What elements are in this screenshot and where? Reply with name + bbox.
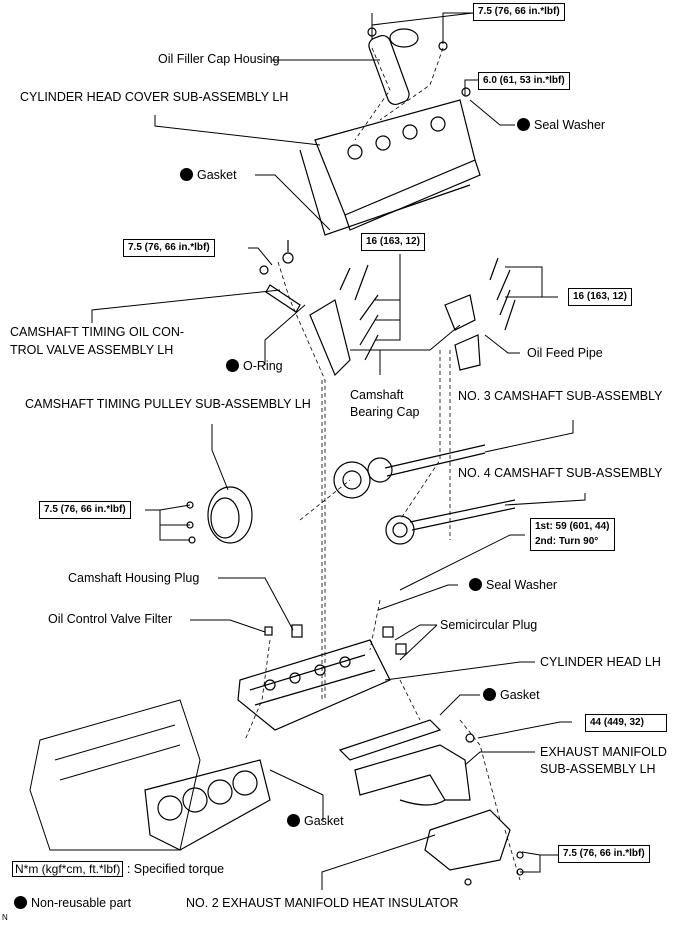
leader-seal-mid bbox=[377, 584, 458, 611]
leader-gasket-cover bbox=[255, 174, 331, 231]
leader-filler-torque bbox=[371, 12, 474, 44]
torque-cover-bolt: 6.0 (61, 53 in.*lbf) bbox=[478, 72, 570, 90]
leader-ocv-filter bbox=[190, 619, 266, 633]
no3-camshaft-part bbox=[333, 444, 486, 499]
label-oil-control-valve-filter: Oil Control Valve Filter bbox=[48, 612, 173, 626]
cylinder-head-part bbox=[237, 624, 407, 731]
label-seal-washer-top: Seal Washer bbox=[517, 118, 605, 132]
leader-head-bolt bbox=[399, 534, 525, 591]
torque-head-bolts: 1st: 59 (601, 44) 2nd: Turn 90° bbox=[530, 518, 615, 551]
leader-cylinder-head bbox=[384, 661, 535, 681]
timing-pulley-part bbox=[186, 486, 253, 544]
bearing-cap-rear-part bbox=[444, 257, 516, 371]
leader-housing-plug bbox=[218, 577, 294, 631]
label-ocv-assembly: CAMSHAFT TIMING OIL CON- TROL VALVE ASSE… bbox=[10, 325, 185, 357]
leader-bearing-rear bbox=[505, 266, 558, 298]
label-o-ring: O-Ring bbox=[226, 359, 283, 373]
label-oil-feed-pipe: Oil Feed Pipe bbox=[527, 346, 603, 360]
leader-oring bbox=[264, 304, 306, 365]
cylinder-head-cover-part bbox=[299, 87, 481, 236]
leader-bearing-front bbox=[375, 254, 401, 341]
nonreusable-dot-icon bbox=[483, 688, 496, 701]
leader-no3 bbox=[484, 420, 574, 453]
no4-camshaft-part bbox=[385, 499, 516, 545]
legend-torque-unit: N*m (kgf*cm, ft.*lbf) bbox=[12, 861, 124, 877]
leader-pulley bbox=[211, 424, 229, 491]
label-heat-insulator: NO. 2 EXHAUST MANIFOLD HEAT INSULATOR bbox=[186, 896, 459, 910]
nonreusable-dot-icon bbox=[14, 896, 27, 909]
heat-insulator-part bbox=[424, 809, 524, 886]
label-timing-pulley: CAMSHAFT TIMING PULLEY SUB-ASSEMBLY LH bbox=[25, 397, 311, 411]
leader-semicircular bbox=[394, 624, 437, 641]
engine-block-part bbox=[29, 699, 201, 851]
label-exhaust-manifold: EXHAUST MANIFOLD SUB-ASSEMBLY LH bbox=[540, 745, 667, 776]
label-oil-filler-cap-housing: Oil Filler Cap Housing bbox=[158, 52, 280, 66]
leader-insulator bbox=[321, 834, 436, 890]
head-gasket-part bbox=[144, 759, 271, 851]
torque-filler-cap-nuts: 7.5 (76, 66 in.*lbf) bbox=[473, 3, 565, 21]
label-semicircular-plug: Semicircular Plug bbox=[440, 618, 538, 632]
label-gasket-head: Gasket bbox=[287, 814, 344, 828]
nonreusable-dot-icon bbox=[226, 359, 239, 372]
label-no4-camshaft: NO. 4 CAMSHAFT SUB-ASSEMBLY bbox=[458, 466, 663, 480]
exhaust-manifold-part bbox=[354, 733, 475, 806]
torque-pulley-bolts: 7.5 (76, 66 in.*lbf) bbox=[39, 501, 131, 519]
leader-ocv bbox=[91, 289, 281, 323]
nonreusable-dot-icon bbox=[287, 814, 300, 827]
leader-gasket-exh bbox=[439, 694, 480, 716]
bearing-cap-front-part bbox=[309, 264, 379, 377]
torque-ocv-bolt: 7.5 (76, 66 in.*lbf) bbox=[123, 239, 215, 257]
label-cylinder-head: CYLINDER HEAD LH bbox=[540, 655, 661, 669]
leader-oil-feed bbox=[484, 334, 520, 354]
leader-exh-torque bbox=[477, 721, 572, 739]
ocv-part bbox=[259, 240, 301, 313]
leader-gasket-head bbox=[269, 769, 324, 820]
leader-bearing-cap bbox=[350, 324, 461, 351]
torque-bearing-cap-rear: 16 (163, 12) bbox=[568, 288, 632, 306]
leader-exh-manifold bbox=[464, 751, 535, 766]
leader-cover bbox=[154, 115, 321, 146]
legend-torque: N*m (kgf*cm, ft.*lbf) : Specified torque bbox=[12, 861, 225, 877]
torque-insulator-bolts: 7.5 (76, 66 in.*lbf) bbox=[558, 845, 650, 863]
label-camshaft-bearing-cap: Camshaft Bearing Cap bbox=[350, 388, 420, 419]
label-camshaft-housing-plug: Camshaft Housing Plug bbox=[68, 571, 200, 585]
nonreusable-dot-icon bbox=[180, 168, 193, 181]
label-seal-washer-mid: Seal Washer bbox=[469, 578, 557, 592]
nonreusable-dot-icon bbox=[517, 118, 530, 131]
torque-exhaust-nut: 44 (449, 32) bbox=[585, 714, 667, 732]
legend-nonreusable: Non-reusable part bbox=[14, 896, 131, 910]
legend-torque-desc: : Specified torque bbox=[126, 862, 225, 876]
leader-cover-torque bbox=[464, 79, 478, 95]
label-no3-camshaft: NO. 3 CAMSHAFT SUB-ASSEMBLY bbox=[458, 389, 663, 403]
label-gasket-cover: Gasket bbox=[180, 168, 237, 182]
label-gasket-exhaust: Gasket bbox=[483, 688, 540, 702]
torque-bearing-cap-front: 16 (163, 12) bbox=[361, 233, 425, 251]
oil-filler-cap-housing-part bbox=[367, 27, 448, 105]
corner-mark: N bbox=[2, 913, 8, 922]
leader-insulator-torque bbox=[520, 854, 558, 873]
nonreusable-dot-icon bbox=[469, 578, 482, 591]
label-cylinder-head-cover: CYLINDER HEAD COVER SUB-ASSEMBLY LH bbox=[20, 90, 289, 104]
exhaust-gasket-part bbox=[338, 719, 442, 761]
leader-no4 bbox=[504, 493, 586, 506]
leader-ocv-torque bbox=[248, 247, 273, 266]
leader-seal-washer bbox=[469, 99, 515, 126]
